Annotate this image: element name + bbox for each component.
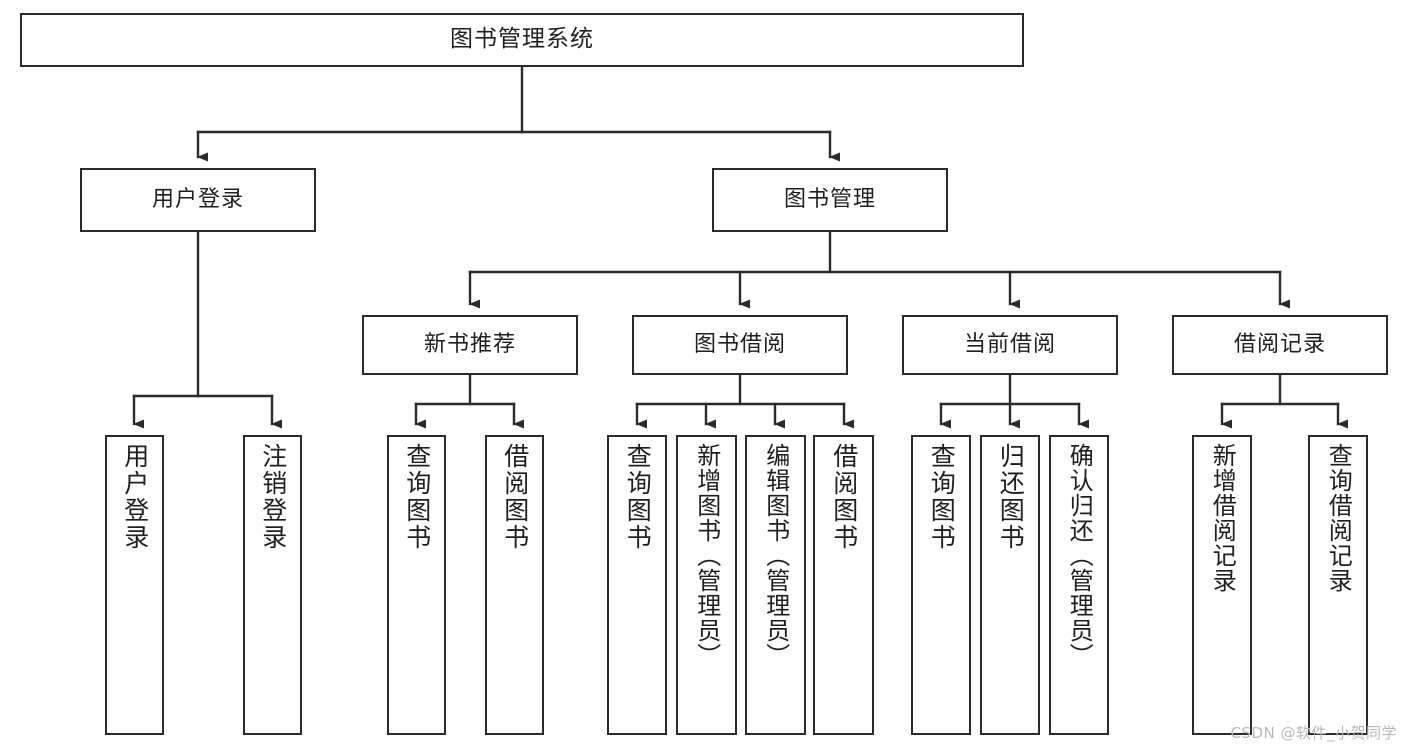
leaf-add-borrow-record[interactable]: 新增借阅记录: [1192, 435, 1252, 735]
node-root-book-management-system[interactable]: 图书管理系统: [20, 13, 1024, 67]
node-label: 确认归还（管理员）: [1065, 443, 1094, 668]
leaf-query-book-3[interactable]: 查询图书: [911, 435, 971, 735]
node-label: 新增图书（管理员）: [692, 443, 721, 668]
node-label: 注销登录: [258, 443, 288, 551]
node-label: 图书管理系统: [450, 26, 594, 53]
node-label: 查询图书: [402, 443, 432, 551]
node-current-borrow[interactable]: 当前借阅: [902, 315, 1118, 375]
leaf-return-book[interactable]: 归还图书: [980, 435, 1040, 735]
node-label: 新增借阅记录: [1208, 443, 1237, 593]
node-book-borrow[interactable]: 图书借阅: [632, 315, 848, 375]
node-borrow-record[interactable]: 借阅记录: [1172, 315, 1388, 375]
leaf-add-book-admin[interactable]: 新增图书（管理员）: [676, 435, 737, 735]
node-label: 当前借阅: [963, 332, 1056, 358]
node-label: 借阅记录: [1233, 332, 1326, 358]
watermark-csdn: CSDN @软件_小贺同学: [1230, 724, 1397, 742]
node-label: 新书推荐: [423, 332, 516, 358]
node-label: 借阅图书: [829, 443, 859, 551]
node-label: 查询图书: [623, 443, 653, 551]
leaf-logout[interactable]: 注销登录: [243, 435, 302, 735]
leaf-borrow-book-1[interactable]: 借阅图书: [485, 435, 544, 735]
node-label: 图书借阅: [693, 332, 786, 358]
node-user-login[interactable]: 用户登录: [80, 168, 316, 232]
node-label: 用户登录: [151, 187, 244, 213]
node-label: 用户登录: [120, 443, 150, 551]
node-label: 图书管理: [783, 187, 876, 213]
leaf-query-borrow-record[interactable]: 查询借阅记录: [1308, 435, 1368, 735]
node-label: 查询图书: [927, 443, 957, 551]
leaf-borrow-book-2[interactable]: 借阅图书: [813, 435, 874, 735]
node-label: 借阅图书: [500, 443, 530, 551]
node-new-book-recommendation[interactable]: 新书推荐: [362, 315, 578, 375]
node-label: 查询借阅记录: [1324, 443, 1353, 593]
leaf-query-book-1[interactable]: 查询图书: [387, 435, 446, 735]
node-book-management[interactable]: 图书管理: [712, 168, 948, 232]
node-label: 编辑图书（管理员）: [761, 443, 790, 668]
leaf-confirm-return-admin[interactable]: 确认归还（管理员）: [1049, 435, 1109, 735]
leaf-edit-book-admin[interactable]: 编辑图书（管理员）: [745, 435, 806, 735]
node-label: 归还图书: [996, 443, 1026, 551]
leaf-query-book-2[interactable]: 查询图书: [607, 435, 667, 735]
leaf-user-login[interactable]: 用户登录: [105, 435, 164, 735]
